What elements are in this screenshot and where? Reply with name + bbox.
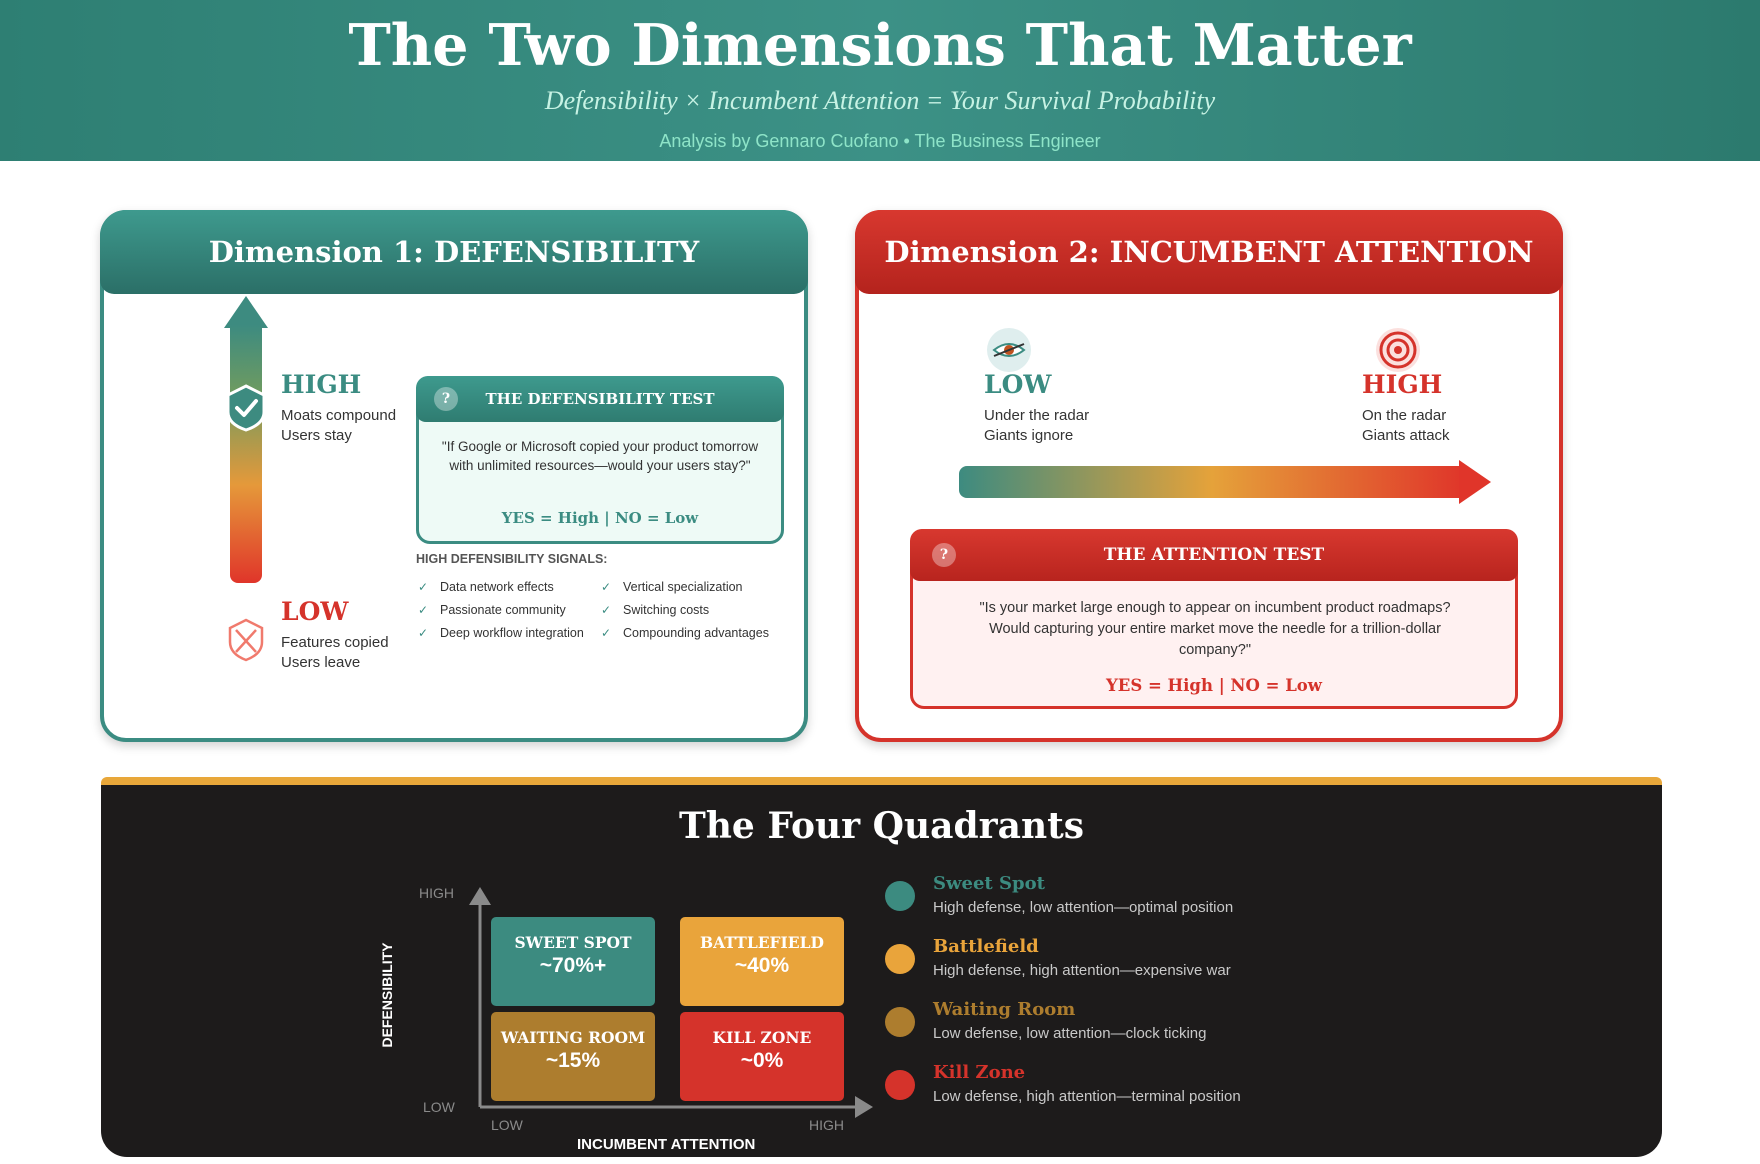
high-line-1: Moats compound — [281, 407, 397, 424]
quadrant-name: BATTLEFIELD — [700, 933, 824, 952]
attention-low-desc: Under the radar Giants ignore — [984, 406, 1089, 446]
defensibility-panel-title: Dimension 1: DEFENSIBILITY — [100, 210, 808, 294]
defensibility-gradient-bar — [230, 325, 262, 583]
legend-desc: Low defense, low attention—clock ticking — [933, 1025, 1207, 1042]
defensibility-test-title: ? THE DEFENSIBILITY TEST — [416, 376, 784, 422]
check-icon: ✓ — [418, 580, 429, 594]
check-icon: ✓ — [601, 626, 612, 640]
low-line-1: Under the radar — [984, 407, 1090, 424]
legend-name: Battlefield — [933, 936, 1039, 957]
legend-name: Kill Zone — [933, 1062, 1026, 1083]
defensibility-high-desc: Moats compound Users stay — [281, 406, 396, 446]
byline: Analysis by Gennaro Cuofano • The Busine… — [659, 131, 1101, 151]
quadrant-value: ~0% — [740, 1049, 784, 1072]
attention-high-desc: On the radar Giants attack — [1362, 406, 1450, 446]
high-line-2: Giants attack — [1362, 427, 1450, 444]
signal-item: ✓ Passionate community — [418, 599, 584, 622]
quadrant-sweet-spot: SWEET SPOT ~70%+ — [491, 917, 655, 1006]
quadrant-kill-zone: KILL ZONE ~0% — [680, 1012, 844, 1101]
signal-item: ✓ Switching costs — [601, 599, 769, 622]
shield-check-icon — [226, 384, 266, 432]
quadrant-waiting-room: WAITING ROOM ~15% — [491, 1012, 655, 1101]
signal-text: Deep workflow integration — [440, 626, 584, 640]
defensibility-test-box: ? THE DEFENSIBILITY TEST "If Google or M… — [416, 376, 784, 544]
question-icon: ? — [434, 387, 458, 411]
quadrant-battlefield: BATTLEFIELD ~40% — [680, 917, 844, 1006]
page-title: The Two Dimensions That Matter — [348, 12, 1412, 79]
quadrant-axes — [469, 887, 873, 1118]
x-axis-title: INCUMBENT ATTENTION — [577, 1136, 756, 1153]
defensibility-test-title-text: THE DEFENSIBILITY TEST — [485, 390, 715, 408]
high-line-1: On the radar — [1362, 407, 1447, 424]
defensibility-arrow-head — [224, 296, 268, 328]
attention-gradient-bar — [959, 466, 1465, 498]
attention-test-box: ? THE ATTENTION TEST "Is your market lar… — [910, 529, 1518, 709]
quadrant-value: ~40% — [734, 954, 790, 977]
y-axis-title: DEFENSIBILITY — [379, 942, 395, 1048]
defensibility-test-answer: YES = High | NO = Low — [501, 509, 699, 527]
legend-desc: High defense, low attention—optimal posi… — [933, 899, 1234, 916]
attention-panel: Dimension 2: INCUMBENT ATTENTION LOW Und… — [855, 210, 1563, 742]
quadrants-title: The Four Quadrants — [678, 805, 1085, 847]
question-icon: ? — [932, 543, 956, 567]
attention-test-answer: YES = High | NO = Low — [1105, 676, 1323, 695]
signal-item: ✓ Deep workflow integration — [418, 622, 584, 645]
attention-panel-title: Dimension 2: INCUMBENT ATTENTION — [855, 210, 1563, 294]
legend-dot — [885, 881, 915, 911]
y-axis-high-label: HIGH — [419, 885, 454, 901]
x-axis-low-label: LOW — [491, 1117, 523, 1133]
quadrant-name: SWEET SPOT — [514, 933, 632, 952]
signal-text: Passionate community — [440, 603, 566, 617]
page-subtitle: Defensibility × Incumbent Attention = Yo… — [544, 86, 1216, 115]
quadrant-value: ~15% — [545, 1049, 601, 1072]
attention-high-label: HIGH — [1362, 370, 1443, 399]
signal-item: ✓ Vertical specialization — [601, 576, 769, 599]
legend-name: Waiting Room — [933, 999, 1076, 1020]
check-icon: ✓ — [418, 626, 429, 640]
attention-low-label: LOW — [984, 370, 1052, 399]
signal-text: Data network effects — [440, 580, 554, 594]
low-line-2: Users leave — [281, 654, 361, 671]
y-axis-low-label: LOW — [423, 1099, 455, 1115]
signal-text: Compounding advantages — [623, 626, 769, 640]
low-line-1: Features copied — [281, 634, 389, 651]
signal-text: Vertical specialization — [623, 580, 743, 594]
quadrants-panel: The Four Quadrants HIGH LOW LOW HIGH INC… — [101, 785, 1662, 1157]
signals-right-list: ✓ Vertical specialization ✓ Switching cost… — [601, 576, 769, 645]
quadrant-name: WAITING ROOM — [500, 1028, 646, 1047]
quadrant-value: ~70%+ — [539, 954, 607, 977]
high-line-2: Users stay — [281, 427, 352, 444]
check-icon: ✓ — [601, 580, 612, 594]
check-icon: ✓ — [418, 603, 429, 617]
low-line-2: Giants ignore — [984, 427, 1074, 444]
defensibility-low-label: LOW — [281, 597, 349, 626]
legend-dot — [885, 944, 915, 974]
attention-arrow-head — [1459, 460, 1491, 504]
defensibility-high-label: HIGH — [281, 370, 362, 399]
eye-icon — [987, 328, 1031, 372]
check-icon: ✓ — [601, 603, 612, 617]
legend-dot — [885, 1070, 915, 1100]
target-icon — [1376, 328, 1420, 372]
defensibility-panel: Dimension 1: DEFENSIBILITY HIGH Moats co… — [100, 210, 808, 742]
attention-test-quote: "Is your market large enough to appear o… — [979, 600, 1451, 658]
header-banner: The Two Dimensions That Matter Defensibi… — [0, 0, 1760, 161]
signal-text: Switching costs — [623, 603, 710, 617]
legend-name: Sweet Spot — [933, 873, 1045, 894]
signals-left-list: ✓ Data network effects ✓ Passionate commun… — [418, 576, 584, 645]
quadrant-name: KILL ZONE — [712, 1028, 812, 1047]
defensibility-low-desc: Features copied Users leave — [281, 633, 389, 673]
legend-desc: High defense, high attention—expensive w… — [933, 962, 1231, 979]
attention-test-title-text: THE ATTENTION TEST — [1103, 545, 1325, 565]
legend-desc: Low defense, high attention—terminal pos… — [933, 1088, 1241, 1105]
x-axis-high-label: HIGH — [809, 1117, 844, 1133]
signal-item: ✓ Data network effects — [418, 576, 584, 599]
signal-item: ✓ Compounding advantages — [601, 622, 769, 645]
attention-test-title: ? THE ATTENTION TEST — [910, 529, 1518, 581]
broken-shield-icon — [228, 618, 264, 662]
legend-dot — [885, 1007, 915, 1037]
defensibility-test-quote: "If Google or Microsoft copied your prod… — [441, 439, 759, 473]
signals-heading: HIGH DEFENSIBILITY SIGNALS: — [416, 552, 608, 566]
